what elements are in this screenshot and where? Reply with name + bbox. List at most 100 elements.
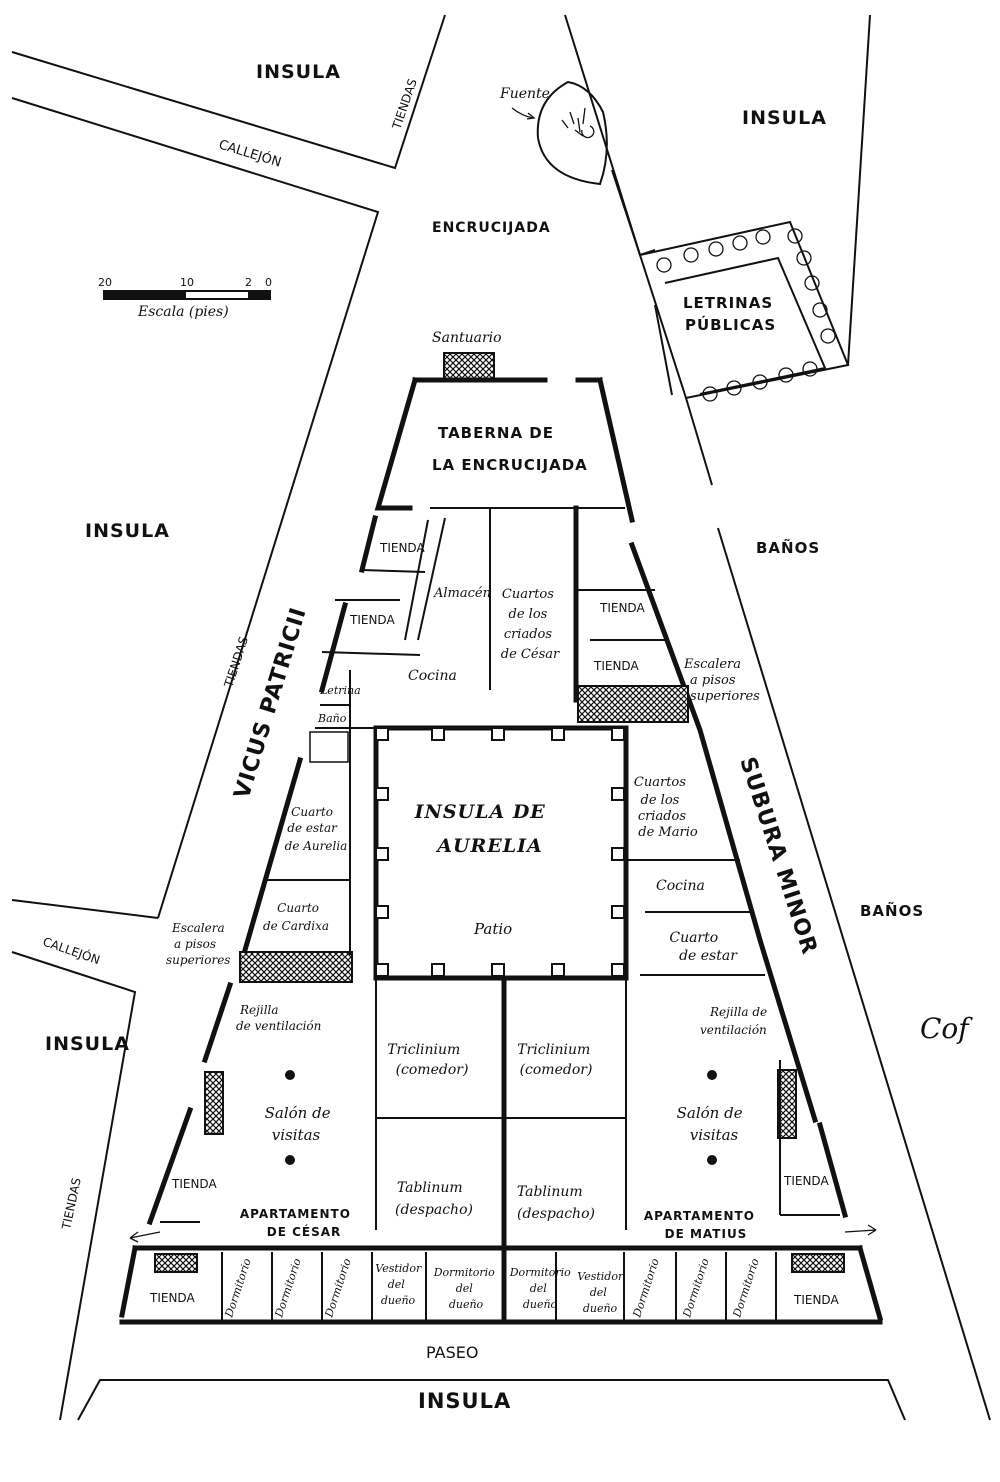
signature: Cof [920, 1012, 973, 1045]
scale-caption: Escala (pies) [137, 304, 229, 320]
room-triclinium-e-line2: (comedor) [520, 1062, 593, 1078]
room-apt-matius-line2: DE MATIUS [665, 1227, 748, 1241]
room-cuartos-mario-line2: de los [641, 793, 680, 808]
room-triclinium-e-line1: Triclinium [517, 1042, 590, 1058]
room-tablinum-w-line1: Tablinum [397, 1180, 463, 1196]
room-cuarto-estar-e-line2: de estar [679, 948, 738, 964]
room-apt-matius: APARTAMENTO DE MATIUS [644, 1209, 760, 1241]
room-apt-cesar: APARTAMENTO DE CÉSAR [240, 1207, 356, 1239]
room-tablinum-w: Tablinum (despacho) [395, 1180, 473, 1218]
room-bano: Baño [317, 712, 347, 725]
room-tablinum-e-line2: (despacho) [517, 1206, 595, 1222]
label-fuente: Fuente [499, 86, 550, 102]
room-tienda-nw1: TIENDA [379, 541, 425, 555]
room-tablinum-e: Tablinum (despacho) [517, 1184, 595, 1222]
letrinas-structure [638, 220, 850, 402]
room-vestidor-e-line3: dueño [583, 1302, 618, 1315]
room-apt-cesar-line2: DE CÉSAR [267, 1224, 342, 1239]
label-encrucijada: ENCRUCIJADA [432, 220, 551, 236]
label-paseo: PASEO [426, 1343, 478, 1362]
room-cuarto-cardixa-line1: Cuarto [277, 901, 319, 915]
room-cuartos-cesar-line3: criados [504, 627, 553, 642]
room-cuarto-estar-e: Cuarto de estar [669, 930, 738, 964]
room-insula-aurelia: INSULA DE AURELIA [414, 801, 554, 857]
room-tienda-w: TIENDA [171, 1177, 217, 1191]
fountain [511, 80, 608, 186]
room-rejilla-w-line1: Rejilla [239, 1003, 279, 1017]
label-letrinas-2: PÚBLICAS [685, 315, 776, 334]
label-taberna-2: LA ENCRUCIJADA [432, 456, 588, 474]
room-rejilla-e-line2: ventilación [700, 1023, 767, 1037]
room-dormitorio-5: Dormitorio [680, 1256, 712, 1319]
room-salon-e-line2: visitas [690, 1126, 739, 1144]
room-cuarto-aurelia-line1: Cuarto [291, 805, 333, 819]
room-cocina-w: Cocina [408, 668, 457, 684]
room-dormitorio-dueno-e-line2: del [530, 1282, 548, 1295]
room-escalera-ne-line1: Escalera [683, 657, 741, 672]
label-letrinas-1: LETRINAS [683, 294, 773, 312]
room-dormitorio-dueno-e-line1: Dormitorio [509, 1266, 571, 1279]
building-walls [119, 352, 884, 1325]
room-cuarto-aurelia-line2: de estar [287, 821, 338, 835]
room-rejilla-e: Rejilla de ventilación [700, 1005, 771, 1037]
room-insula-aurelia-line2: AURELIA [435, 835, 543, 857]
room-vestidor-e-line2: del [590, 1286, 608, 1299]
room-vestidor-e: Vestidor del dueño [577, 1270, 626, 1315]
label-santuario: Santuario [432, 330, 502, 346]
room-triclinium-e: Triclinium (comedor) [517, 1042, 595, 1078]
room-dormitorio-4: Dormitorio [630, 1256, 662, 1319]
room-tienda-se: TIENDA [793, 1293, 839, 1307]
room-patio: Patio [473, 920, 512, 938]
room-salon-e: Salón de visitas [677, 1104, 748, 1144]
room-tienda-sw: TIENDA [149, 1291, 195, 1305]
room-rejilla-w-line2: de ventilación [236, 1019, 321, 1033]
room-escalera-w: Escalera a pisos superiores [166, 921, 230, 967]
label-insula-left: INSULA [85, 520, 170, 542]
label-vicus-patricii: VICUS PATRICII [230, 604, 312, 801]
room-apt-matius-line1: APARTAMENTO [644, 1209, 755, 1223]
room-triclinium-w: Triclinium (comedor) [387, 1042, 468, 1078]
room-cuartos-cesar-line4: de César [501, 647, 560, 662]
room-dormitorio-1: Dormitorio [222, 1256, 254, 1319]
room-escalera-ne-line3: superiores [690, 689, 760, 704]
room-dormitorio-2: Dormitorio [272, 1256, 304, 1319]
room-rejilla-w: Rejilla de ventilación [236, 1003, 321, 1033]
room-triclinium-w-line2: (comedor) [396, 1062, 469, 1078]
room-cocina-e: Cocina [656, 878, 705, 894]
room-escalera-w-line2: a pisos [174, 937, 216, 951]
room-cuartos-cesar-line1: Cuartos [502, 587, 554, 602]
room-salon-w-line2: visitas [272, 1126, 321, 1144]
scale-tick-10: 10 [180, 276, 194, 289]
room-cuarto-cardixa: Cuarto de Cardixa [263, 901, 329, 933]
room-letrina: Letrina [319, 684, 361, 697]
label-callejon-left: CALLEJÓN [41, 934, 102, 968]
room-dormitorio-dueno-w: Dormitorio del dueño [433, 1266, 499, 1311]
room-tablinum-e-line1: Tablinum [517, 1184, 583, 1200]
room-escalera-ne-line2: a pisos [690, 673, 736, 688]
label-insula-lower-left: INSULA [45, 1033, 130, 1055]
street-labels: INSULA INSULA INSULA INSULA INSULA CALLE… [41, 61, 973, 1413]
room-cuartos-mario-line3: criados [638, 809, 687, 824]
room-cuarto-aurelia-line3: de Aurelia [285, 839, 348, 853]
room-dormitorio-dueno-w-line2: del [456, 1282, 474, 1295]
room-dormitorio-3: Dormitorio [322, 1256, 354, 1319]
room-tienda-ne1: TIENDA [599, 601, 645, 615]
room-cuartos-mario: Cuartos de los criados de Mario [634, 775, 698, 840]
room-almacen: Almacén [433, 586, 491, 601]
room-dormitorio-6: Dormitorio [730, 1256, 762, 1319]
room-dormitorio-dueno-e-line3: dueño [523, 1298, 558, 1311]
room-escalera-w-line1: Escalera [171, 921, 225, 935]
room-salon-e-line1: Salón de [677, 1104, 743, 1122]
label-banos-2: BAÑOS [860, 901, 924, 920]
room-salon-w: Salón de visitas [265, 1104, 336, 1144]
room-cuartos-mario-line4: de Mario [638, 825, 698, 840]
room-tienda-ne2: TIENDA [593, 659, 639, 673]
label-insula-top-right: INSULA [742, 107, 827, 129]
label-tiendas-lower-left: TIENDAS [59, 1177, 84, 1232]
label-insula-bottom: INSULA [418, 1389, 511, 1413]
room-dormitorio-dueno-w-line1: Dormitorio [433, 1266, 495, 1279]
room-escalera-w-line3: superiores [166, 953, 230, 967]
room-vestidor-w-line1: Vestidor [375, 1262, 422, 1275]
label-banos-1: BAÑOS [756, 538, 820, 557]
